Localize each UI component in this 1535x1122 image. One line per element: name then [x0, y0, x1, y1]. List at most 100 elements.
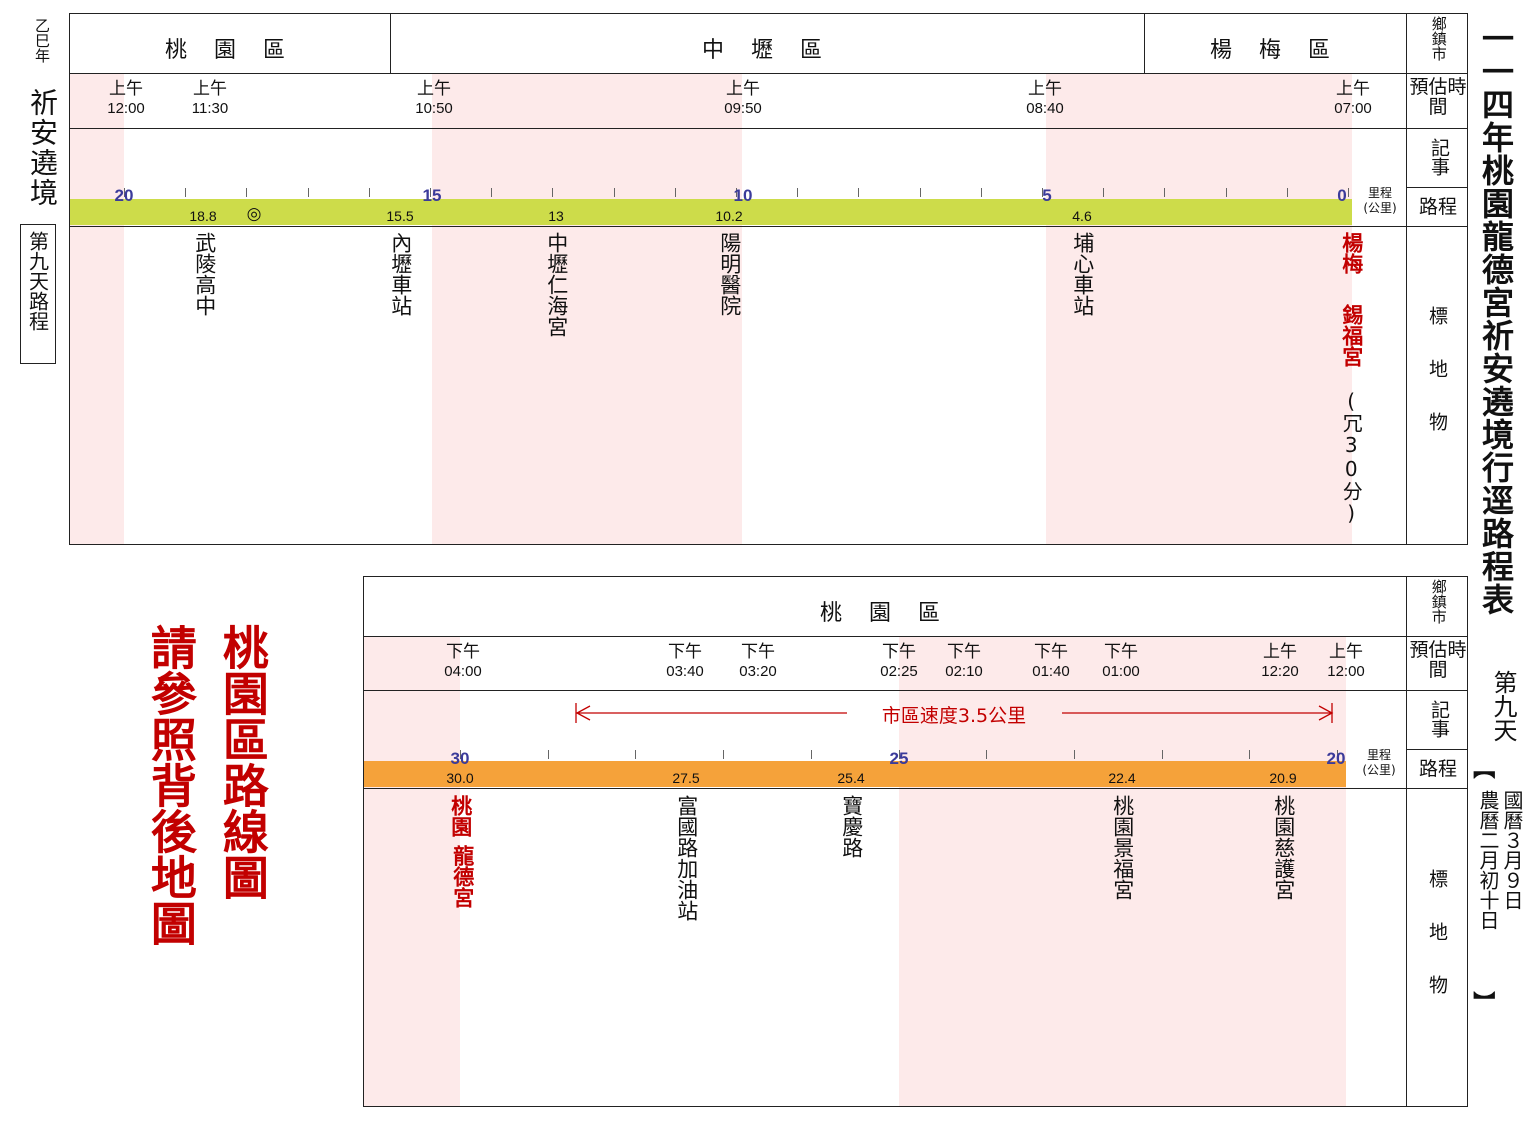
- distance-value: 4.6: [1072, 208, 1092, 224]
- km-label: 10: [733, 186, 753, 205]
- start-landmark-line2: 錫福宮: [1339, 304, 1364, 367]
- solar-date: 國曆３月９日: [1500, 790, 1524, 910]
- see-map-note: 請參照背後地圖: [143, 624, 198, 946]
- speed-arrow: [575, 703, 1334, 723]
- year-label: 乙巳年: [33, 18, 51, 63]
- km-label: 15: [422, 186, 442, 205]
- ruler-tick: [635, 750, 637, 759]
- ruler-tick: [1249, 750, 1251, 759]
- landmark: 桃園景福宮: [1110, 795, 1135, 900]
- landmark: 中壢仁海宮: [544, 232, 569, 337]
- ruler-tick: [810, 750, 812, 759]
- divider: [1406, 14, 1407, 544]
- start-landmark-line1: 楊梅: [1339, 232, 1364, 274]
- landmark: 陽明醫院: [717, 232, 742, 316]
- distance-value: 20.9: [1269, 770, 1297, 786]
- ruler-tick: [986, 750, 988, 759]
- ruler-tick: [246, 188, 248, 197]
- row-label-landmark: 標地物: [1425, 869, 1448, 1028]
- km-label: 20: [114, 186, 134, 205]
- row-label-route: 路程: [1418, 758, 1457, 780]
- distance-value: 25.4: [837, 770, 865, 786]
- speed-note: 市區速度3.5公里: [881, 705, 1027, 727]
- row-label-note: 記事: [1427, 138, 1450, 176]
- divider: [1144, 14, 1145, 73]
- ruler-tick: [307, 188, 309, 197]
- ruler-tick: [919, 188, 921, 197]
- divider: [364, 636, 1467, 637]
- district-yangmei: 楊 梅 區: [1210, 38, 1340, 63]
- ruler-tick: [1073, 750, 1075, 759]
- ruler-tick: [1225, 188, 1227, 197]
- divider: [70, 226, 1467, 227]
- distance-value: 13: [548, 208, 564, 224]
- right-day: 第九天: [1489, 670, 1517, 742]
- unit-label: 里程(公里): [1362, 748, 1396, 777]
- right-title: 一一四年桃園龍德宮祈安遶境行逕路程表: [1477, 22, 1515, 616]
- ruler-tick: [736, 188, 737, 197]
- divider: [1406, 577, 1407, 1106]
- band: [364, 637, 460, 1106]
- ruler-tick: [1286, 188, 1288, 197]
- day-box: 第九天路程: [20, 224, 56, 364]
- row-label-time: 預估時間: [1409, 76, 1467, 118]
- divider: [364, 690, 1467, 691]
- ruler-tick: [1103, 188, 1105, 197]
- ruler-tick: [547, 750, 549, 759]
- ruler-tick: [1164, 188, 1166, 197]
- km-label: 30: [450, 749, 470, 768]
- landmark: 寶慶路: [839, 795, 864, 858]
- distance-value: 10.2: [715, 208, 743, 224]
- ruler-tick: [858, 188, 860, 197]
- ruler-tick: [552, 188, 554, 197]
- row-label-time: 預估時間: [1409, 639, 1467, 681]
- route-bar: [364, 761, 1346, 787]
- distance-marker: ◎: [246, 204, 262, 223]
- ruler-tick: [797, 188, 799, 197]
- distance-value: 15.5: [386, 208, 414, 224]
- landmark: 武陵高中: [192, 232, 217, 316]
- distance-value: 27.5: [672, 770, 700, 786]
- divider: [364, 788, 1467, 789]
- landmark: 桃園慈護宮: [1271, 795, 1296, 900]
- ruler-tick: [1348, 188, 1349, 197]
- left-title: 祈安遶境: [26, 88, 59, 208]
- end-landmark-line2: 龍德宮: [450, 845, 475, 908]
- band: [899, 637, 1346, 1106]
- ruler-tick: [460, 750, 461, 759]
- band: [432, 74, 742, 544]
- distance-value: 30.0: [446, 770, 474, 786]
- route-bar: [70, 199, 1352, 225]
- ruler-tick: [124, 188, 125, 197]
- km-label: 20: [1326, 749, 1346, 768]
- start-landmark-note: (冗30分): [1339, 389, 1364, 525]
- day-box-text: 第九天路程: [25, 231, 50, 331]
- lunar-date: 農曆二月初十日: [1476, 790, 1500, 930]
- ruler-tick: [674, 188, 676, 197]
- ruler-tick: [898, 750, 900, 759]
- ruler-tick: [613, 188, 615, 197]
- divider: [70, 128, 1467, 129]
- bracket-close: 】: [1470, 990, 1496, 1014]
- ruler-tick: [1042, 188, 1043, 197]
- ruler-tick: [430, 188, 431, 197]
- km-label: 0: [1337, 186, 1347, 205]
- band: [1046, 74, 1352, 544]
- row-label-route: 路程: [1418, 196, 1457, 218]
- row-label-town: 鄉鎮市: [1429, 579, 1448, 624]
- km-label: 25: [889, 749, 909, 768]
- district-zhongli: 中 壢 區: [702, 38, 832, 63]
